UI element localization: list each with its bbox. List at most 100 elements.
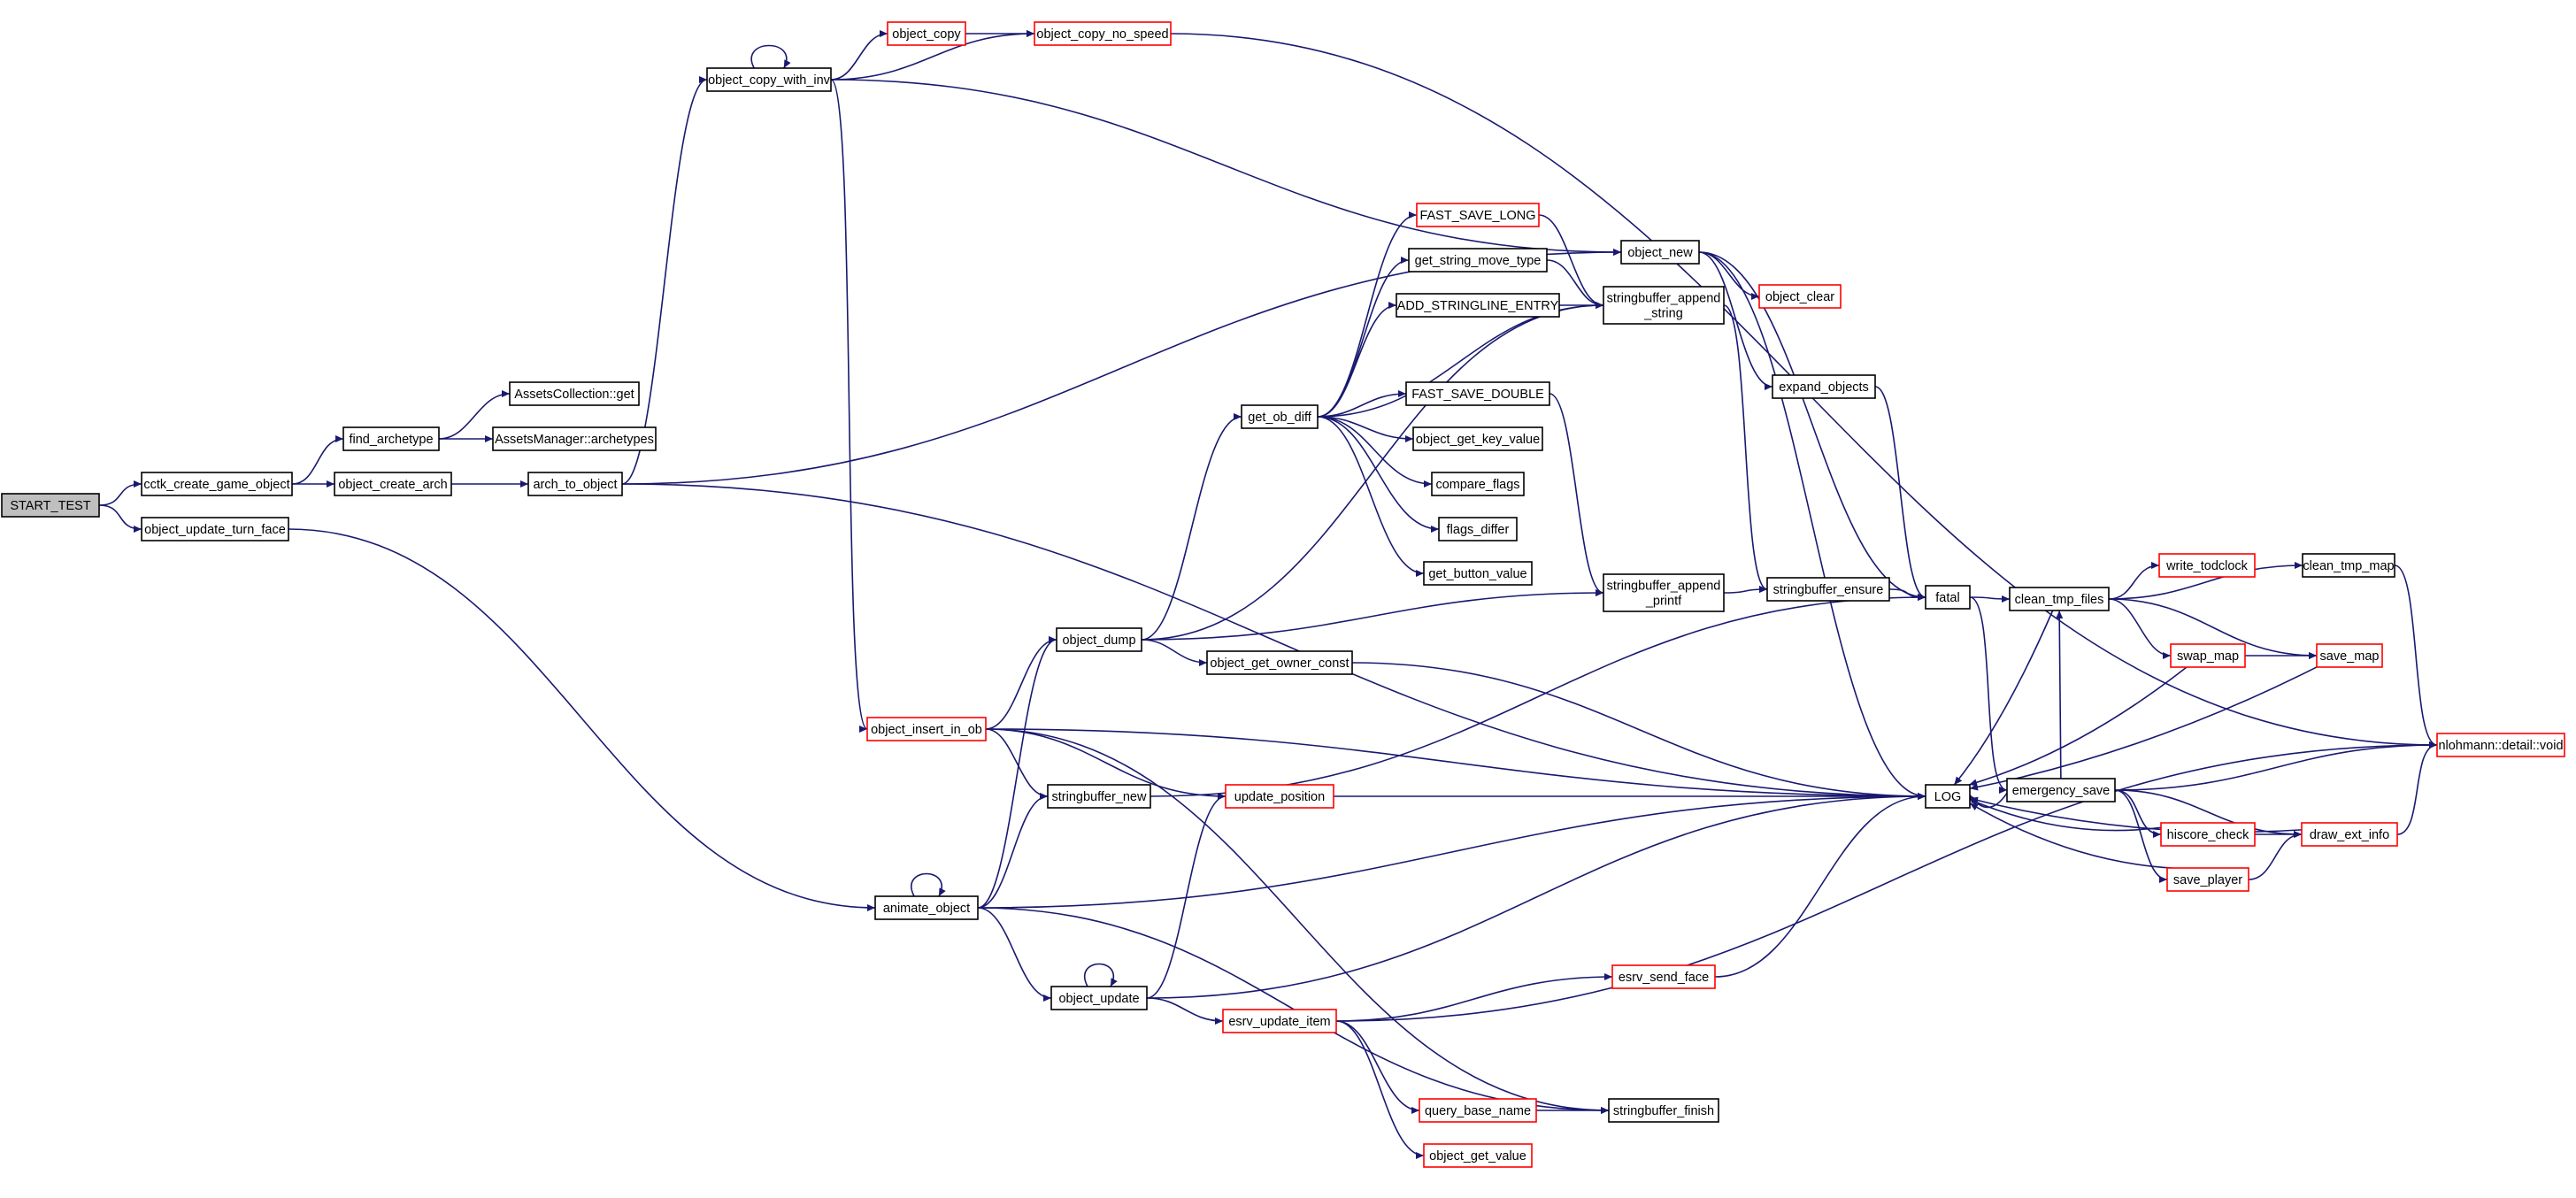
call-edge-object_update_turn_face-to-animate_object (288, 528, 876, 912)
node-stringbuffer-finish[interactable]: stringbuffer_finish (1608, 1098, 1719, 1123)
node-compare-flags[interactable]: compare_flags (1431, 472, 1525, 496)
call-edge-object_dump-to-get_ob_diff (1141, 412, 1242, 641)
node-object-insert-in-ob[interactable]: object_insert_in_ob (866, 717, 987, 741)
node-label: ADD_STRINGLINE_ENTRY (1397, 299, 1559, 313)
node-label: object_clear (1765, 290, 1834, 304)
node-box (1431, 472, 1525, 496)
node-label: object_create_arch (338, 478, 447, 492)
node-fatal[interactable]: fatal (1925, 585, 1971, 610)
node-draw-ext-info[interactable]: draw_ext_info (2301, 822, 2398, 847)
node-log[interactable]: LOG (1925, 784, 1971, 809)
node-esrv-send-face[interactable]: esrv_send_face (1611, 964, 1716, 989)
call-edge-esrv_update_item-to-query_base_name (1335, 1020, 1420, 1115)
node-box (1766, 577, 1890, 602)
node-clean-tmp-map[interactable]: clean_tmp_map (2302, 553, 2395, 578)
call-edge-clean_tmp_files-to-swap_map (2108, 598, 2172, 660)
node-expand-objects[interactable]: expand_objects (1772, 374, 1876, 399)
node-fast-save-double[interactable]: FAST_SAVE_DOUBLE (1405, 381, 1550, 406)
call-edge-object_copy_with_inv-to-object_copy_with_inv (750, 44, 791, 69)
node-object-create-arch[interactable]: object_create_arch (334, 472, 452, 496)
call-edge-emergency_save-to-nlohmann_detail_void (2114, 741, 2438, 791)
node-label: expand_objects (1779, 380, 1869, 395)
call-edge-get_ob_diff-to-fast_save_double (1317, 389, 1407, 418)
node-get-button-value[interactable]: get_button_value (1423, 561, 1533, 586)
call-edge-clean_tmp_files-to-log (1953, 610, 2054, 786)
node-box (1438, 517, 1518, 541)
call-edge-object_new-to-expand_objects (1698, 251, 1773, 391)
node-fast-save-long[interactable]: FAST_SAVE_LONG (1416, 203, 1540, 227)
call-edge-animate_object-to-stringbuffer_new (977, 792, 1049, 909)
node-animate-object[interactable]: animate_object (874, 895, 979, 920)
node-assetscollection-get[interactable]: AssetsCollection::get (509, 381, 640, 406)
node-object-get-value[interactable]: object_get_value (1423, 1143, 1533, 1168)
node-update-position[interactable]: update_position (1225, 784, 1334, 809)
node-object-update-turn-face[interactable]: object_update_turn_face (141, 517, 289, 541)
node-box (1, 493, 100, 518)
node-object-dump[interactable]: object_dump (1056, 627, 1142, 652)
node-emergency-save[interactable]: emergency_save (2006, 778, 2116, 803)
node-write-todclock[interactable]: write_todclock (2158, 553, 2256, 578)
node-esrv-update-item[interactable]: esrv_update_item (1222, 1009, 1337, 1033)
node-box (509, 381, 640, 406)
call-edge-object_update-to-object_update (1084, 963, 1118, 987)
node-box (2166, 867, 2249, 892)
node-label: write_todclock (2165, 559, 2249, 573)
call-edge-find_archetype-to-assetscollection_get (438, 389, 511, 440)
call-edge-object_update-to-esrv_update_item (1146, 997, 1224, 1025)
node-stringbuffer-new[interactable]: stringbuffer_new (1047, 784, 1151, 809)
node-label: fatal (1935, 591, 1959, 605)
node-hiscore-check[interactable]: hiscore_check (2160, 822, 2256, 847)
node-object-get-owner-const[interactable]: object_get_owner_const (1206, 650, 1353, 675)
node-box (527, 472, 623, 496)
node-find-archetype[interactable]: find_archetype (342, 426, 440, 451)
node-start-test[interactable]: START_TEST (1, 493, 100, 518)
node-swap-map[interactable]: swap_map (2170, 643, 2246, 668)
node-object-new[interactable]: object_new (1620, 240, 1700, 265)
call-edge-object_copy_with_inv-to-object_copy (830, 29, 888, 81)
node-box (2009, 587, 2110, 611)
node-stringbuffer-append-string[interactable]: stringbuffer_append_string (1603, 286, 1725, 325)
node-get-string-move-type[interactable]: get_string_move_type (1408, 248, 1548, 273)
node-box (887, 21, 966, 46)
node-label: arch_to_object (533, 478, 617, 492)
node-label: save_map (2320, 649, 2380, 664)
call-edge-emergency_save-to-clean_tmp_files (2056, 610, 2064, 779)
node-box (1611, 964, 1716, 989)
node-cctk-create-game-object[interactable]: cctk_create_game_object (141, 472, 293, 496)
node-object-copy[interactable]: object_copy (887, 21, 966, 46)
node-query-base-name[interactable]: query_base_name (1419, 1098, 1537, 1123)
node-label: LOG (1934, 790, 1962, 804)
node-label: object_get_value (1429, 1149, 1526, 1163)
node-assetsmanager-archetypes[interactable]: AssetsManager::archetypes (492, 426, 657, 451)
call-edge-object_insert_in_ob-to-log (985, 728, 1926, 801)
call-edge-fatal-to-clean_tmp_files (1969, 595, 2011, 603)
node-object-get-key-value[interactable]: object_get_key_value (1412, 426, 1543, 451)
node-save-map[interactable]: save_map (2316, 643, 2383, 668)
node-flags-differ[interactable]: flags_differ (1438, 517, 1518, 541)
node-box (1423, 1143, 1533, 1168)
node-stringbuffer-append-printf[interactable]: stringbuffer_append_printf (1603, 573, 1725, 612)
node-label: FAST_SAVE_DOUBLE (1411, 388, 1544, 402)
node-object-copy-no-speed[interactable]: object_copy_no_speed (1034, 21, 1172, 46)
node-box (342, 426, 440, 451)
node-object-clear[interactable]: object_clear (1758, 284, 1842, 309)
node-object-copy-with-inv[interactable]: object_copy_with_inv (706, 67, 832, 92)
node-get-ob-diff[interactable]: get_ob_diff (1241, 404, 1319, 429)
call-edge-stringbuffer_append_string-to-stringbuffer_ensure (1723, 304, 1768, 593)
node-clean-tmp-files[interactable]: clean_tmp_files (2009, 587, 2110, 611)
node-label: save_player (2173, 873, 2242, 887)
node-box (1419, 1098, 1537, 1123)
node-add-stringline-entry[interactable]: ADD_STRINGLINE_ENTRY (1396, 293, 1560, 318)
node-object-update[interactable]: object_update (1050, 986, 1148, 1010)
node-box (2302, 553, 2395, 578)
node-stringbuffer-ensure[interactable]: stringbuffer_ensure (1766, 577, 1890, 602)
node-arch-to-object[interactable]: arch_to_object (527, 472, 623, 496)
call-edge-clean_tmp_files-to-clean_tmp_map (2108, 561, 2303, 600)
node-nlohmann-detail-void[interactable]: nlohmann::detail::void (2436, 733, 2565, 757)
node-box (492, 426, 657, 451)
call-edge-get_ob_diff-to-add_stringline_entry (1317, 301, 1397, 418)
call-edge-object_copy_with_inv-to-object_new (830, 79, 1622, 257)
node-label: FAST_SAVE_LONG (1419, 209, 1535, 223)
node-save-player[interactable]: save_player (2166, 867, 2249, 892)
